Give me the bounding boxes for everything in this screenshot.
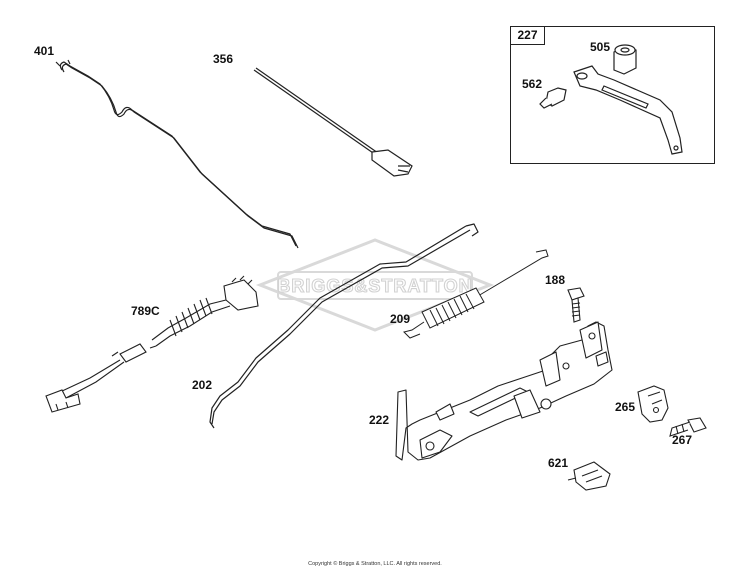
part-562-pin	[539, 87, 567, 109]
callout-356: 356	[213, 52, 234, 66]
copyright-notice: Copyright © Briggs & Stratton, LLC. All …	[308, 561, 442, 567]
inset-frame	[510, 26, 715, 164]
inset-label: 227	[510, 26, 545, 45]
part-267-screw	[669, 417, 707, 437]
part-356-cable	[253, 67, 413, 177]
callout-188: 188	[545, 273, 566, 287]
callout-401: 401	[34, 44, 55, 58]
part-202-rod	[209, 223, 479, 429]
part-188-bolt	[567, 287, 585, 323]
part-222-bracket	[395, 321, 613, 461]
callout-265: 265	[615, 400, 636, 414]
callout-505: 505	[590, 40, 611, 54]
part-209-spring	[403, 249, 549, 339]
part-505-bushing	[613, 44, 637, 75]
callout-621: 621	[548, 456, 569, 470]
callout-562: 562	[522, 77, 543, 91]
part-789C-harness	[45, 275, 259, 413]
callout-209: 209	[390, 312, 411, 326]
callout-789C: 789C	[131, 304, 160, 318]
part-227-arm	[573, 65, 683, 155]
part-265-clip	[637, 385, 669, 423]
part-621-nut	[567, 461, 611, 491]
callout-267: 267	[672, 433, 693, 447]
part-401-rod	[55, 59, 299, 249]
callout-222: 222	[369, 413, 390, 427]
watermark-text: BRIGGS&STRATTON	[277, 276, 472, 296]
callout-202: 202	[192, 378, 213, 392]
